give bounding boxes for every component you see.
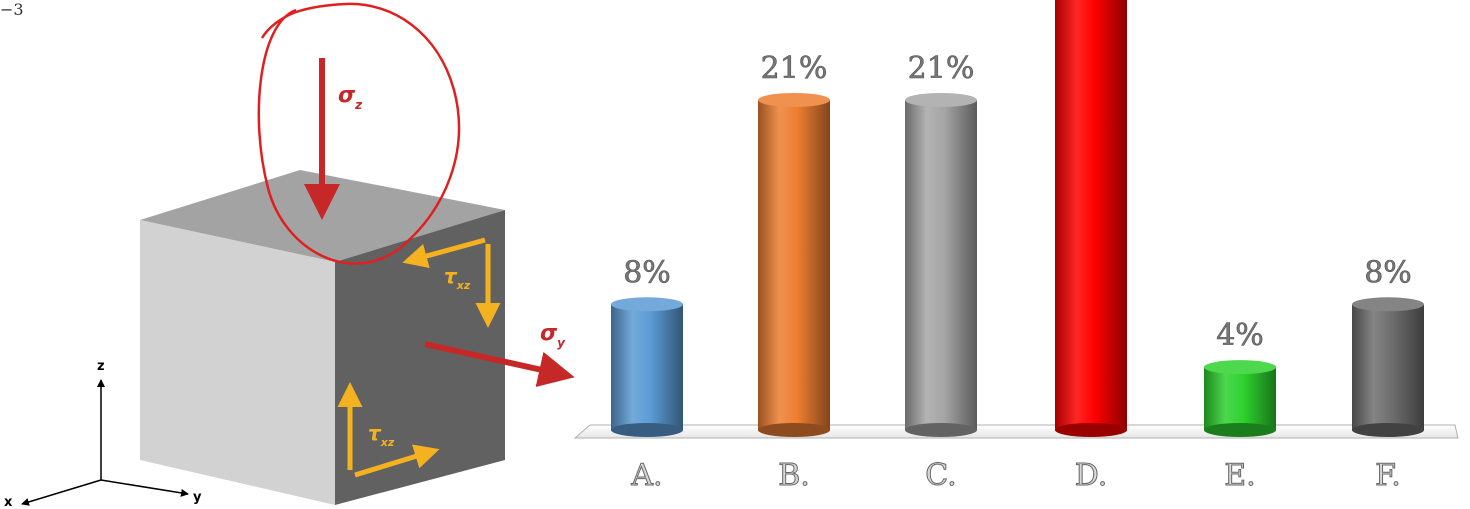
- stress-cube-diagram: σz σy τxz τxz z y x: [4, 2, 575, 509]
- tau-xz-bottom-label: τxz: [368, 421, 395, 449]
- bar-5-top: [1204, 360, 1276, 375]
- category-label-3: C.: [925, 458, 956, 493]
- category-label-5: E.: [1224, 458, 1255, 493]
- bar-5-base: [1204, 423, 1276, 437]
- bar-3: [905, 100, 977, 430]
- bar-5: [1204, 367, 1276, 430]
- bar-3-top: [905, 93, 977, 107]
- y-axis: [100, 479, 189, 497]
- bar-6-top: [1352, 297, 1424, 312]
- bar-group: 8% A. 21% B. 21% C. D. 4% E. 8% F.: [611, 0, 1424, 494]
- annotation-circle: [257, 2, 461, 265]
- sigma-z-label: σz: [338, 83, 363, 112]
- sigma-y-label: σy: [540, 321, 566, 350]
- value-label-2: 21%: [761, 51, 828, 86]
- bar-6-base: [1352, 423, 1424, 437]
- poll-results-bar-chart: 8% A. 21% B. 21% C. D. 4% E. 8% F.: [573, 0, 1459, 494]
- bar-4: [1055, 0, 1127, 430]
- category-label-4: D.: [1075, 458, 1108, 493]
- category-label-6: F.: [1375, 458, 1401, 493]
- corner-text-fragment: −3: [0, 0, 24, 19]
- z-axis-label: z: [97, 359, 105, 374]
- bar-1: [611, 304, 683, 430]
- bar-4-base: [1055, 423, 1127, 437]
- bar-2-base: [758, 423, 830, 437]
- bar-1-base: [611, 423, 683, 437]
- cube-right-face: [335, 210, 505, 505]
- bar-2-top: [758, 93, 830, 107]
- value-label-5: 4%: [1216, 318, 1264, 353]
- bar-1-top: [611, 297, 683, 312]
- value-label-3: 21%: [908, 51, 975, 86]
- value-label-6: 8%: [1364, 255, 1412, 290]
- shear-arrow-top-left: [402, 237, 486, 269]
- tau-xz-top-label: τxz: [444, 264, 471, 292]
- sigma-y-arrow: [424, 341, 575, 388]
- y-axis-label: y: [193, 490, 202, 505]
- chart-base-shelf: [573, 424, 1459, 439]
- x-axis-label: x: [4, 495, 13, 509]
- cube-left-face: [140, 220, 335, 505]
- bar-3-base: [905, 423, 977, 437]
- bar-6: [1352, 304, 1424, 430]
- x-axis: [21, 479, 102, 506]
- bar-2: [758, 100, 830, 430]
- category-label-2: B.: [778, 458, 810, 493]
- value-label-1: 8%: [623, 255, 671, 290]
- category-label-1: A.: [630, 458, 662, 493]
- shear-arrow-bottom-right: [354, 444, 440, 478]
- coordinate-axes: z y x: [4, 359, 202, 509]
